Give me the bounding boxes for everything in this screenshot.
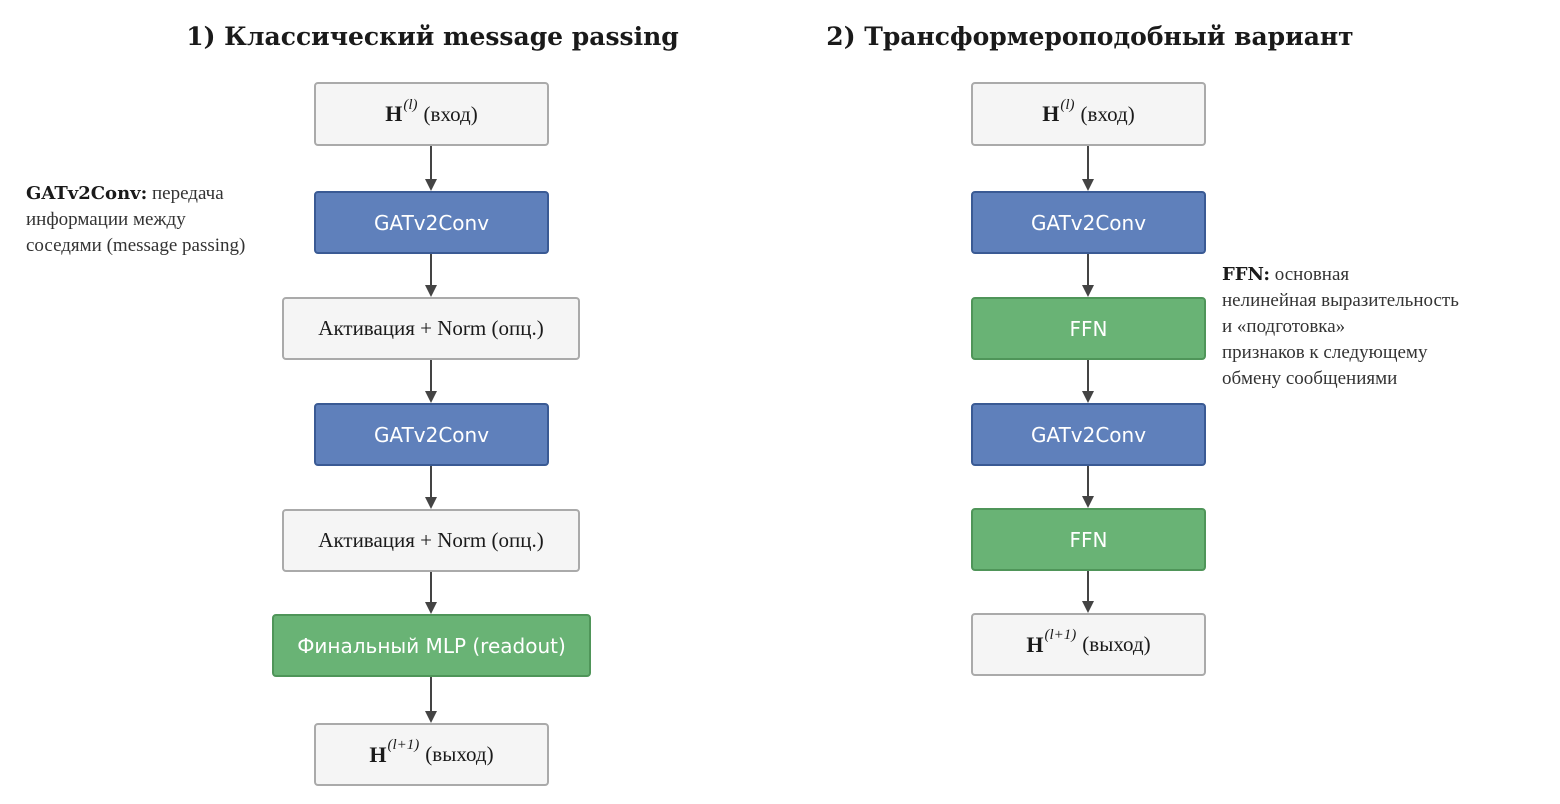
right-input-label: (вход) — [1080, 101, 1135, 126]
left-annotation-line-3: соседями (message passing) — [26, 235, 246, 256]
right-annotation-line-5: обмену сообщениями — [1222, 368, 1398, 389]
left-annotation-line-2: информации между — [26, 209, 186, 230]
right-ffn-node-1: FFN — [971, 297, 1206, 360]
left-annotation-bold: GATv2Conv: — [26, 183, 148, 204]
right-annotation: FFN: основная нелинейная выразительность… — [1222, 262, 1459, 392]
left-input-superscript: (l) — [403, 96, 418, 113]
right-output-symbol: H — [1026, 631, 1044, 657]
right-gatv2conv-node-1: GATv2Conv — [971, 191, 1206, 254]
right-output-node: H(l+1) (выход) — [971, 613, 1206, 676]
left-annotation: GATv2Conv: передача информации между сос… — [26, 181, 245, 259]
left-annotation-line-1: передача — [152, 183, 224, 204]
right-output-superscript: (l+1) — [1044, 627, 1077, 643]
left-gatv2conv-node-2: GATv2Conv — [314, 403, 549, 466]
right-annotation-bold: FFN: — [1222, 264, 1271, 285]
left-input-symbol: H — [385, 101, 403, 126]
left-output-superscript: (l+1) — [387, 737, 420, 753]
right-annotation-line-1: основная — [1274, 264, 1350, 285]
right-gatv2conv-node-2: GATv2Conv — [971, 403, 1206, 466]
left-final-mlp-node: Финальный MLP (readout) — [272, 614, 591, 677]
left-activation-norm-node-1: Активация + Norm (опц.) — [282, 297, 580, 360]
right-annotation-line-3: и «подготовка» — [1222, 316, 1346, 337]
right-ffn-node-2: FFN — [971, 508, 1206, 571]
right-input-symbol: H — [1042, 101, 1060, 126]
left-output-label: (выход) — [425, 742, 494, 766]
right-annotation-line-2: нелинейная выразительность — [1222, 290, 1459, 311]
right-input-node: H(l) (вход) — [971, 82, 1206, 146]
left-activation-norm-node-2: Активация + Norm (опц.) — [282, 509, 580, 572]
left-output-node: H(l+1) (выход) — [314, 723, 549, 786]
left-input-node: H(l) (вход) — [314, 82, 549, 146]
right-annotation-line-4: признаков к следующему — [1222, 342, 1428, 363]
left-column-title: 1) Классический message passing — [186, 22, 679, 51]
right-column-title: 2) Трансформероподобный вариант — [826, 22, 1354, 51]
right-output-label: (выход) — [1082, 632, 1151, 656]
left-gatv2conv-node-1: GATv2Conv — [314, 191, 549, 254]
left-input-label: (вход) — [423, 101, 478, 126]
right-input-superscript: (l) — [1060, 96, 1075, 113]
left-output-symbol: H — [369, 741, 387, 767]
